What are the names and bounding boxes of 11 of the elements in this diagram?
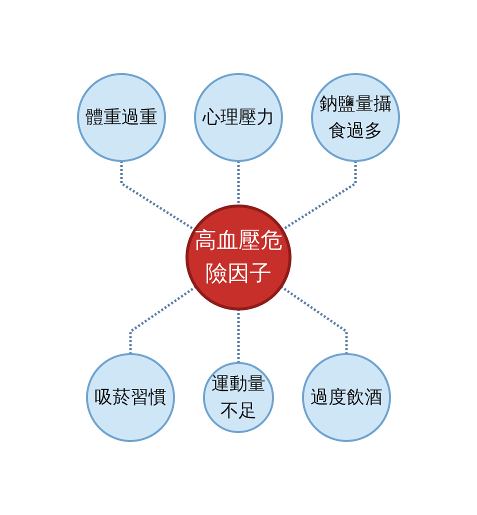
node-circle: 過度飲酒 bbox=[302, 353, 391, 442]
node-circle: 運動量不足 bbox=[203, 362, 274, 433]
connector bbox=[280, 286, 348, 354]
connector bbox=[237, 161, 240, 206]
node-circle: 鈉鹽量攝食過多 bbox=[311, 73, 400, 162]
connector bbox=[129, 286, 197, 354]
node-circle: 吸菸習慣 bbox=[86, 353, 175, 442]
node-circle: 體重過重 bbox=[77, 73, 166, 162]
node-circle: 心理壓力 bbox=[194, 73, 283, 162]
connector bbox=[237, 309, 240, 363]
node-circle: 高血壓危險因子 bbox=[186, 204, 292, 310]
